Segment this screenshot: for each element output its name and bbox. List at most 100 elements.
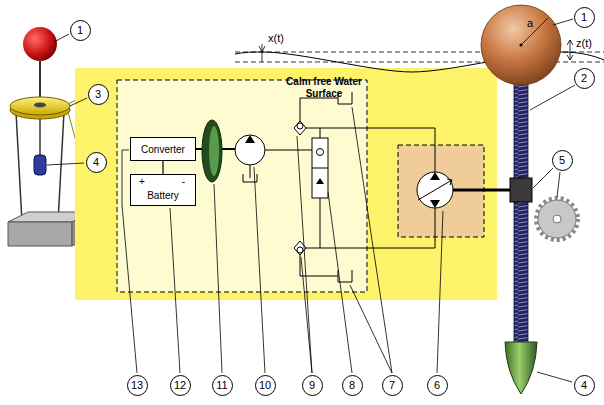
check-valve: [297, 123, 303, 129]
callout-text: 1: [77, 24, 83, 36]
leader-lines: [54, 34, 69, 42]
callout-number: 4: [574, 375, 595, 396]
leader-lines: [170, 208, 180, 373]
water-surface: [570, 40, 571, 60]
hydraulic-motor: [235, 135, 265, 165]
hydraulic-circuit: [300, 98, 338, 124]
hydraulic-pump: [447, 179, 452, 185]
callout-number: 4: [86, 152, 107, 173]
figure-label: z(t): [576, 37, 592, 50]
valve-block: [312, 138, 328, 198]
flywheel: [202, 120, 222, 182]
hydraulic-pump: [430, 200, 440, 208]
figure-label: Calm free Water Surface: [282, 76, 366, 99]
water-surface: [262, 44, 263, 62]
callout-number: 5: [552, 150, 573, 171]
overview-buoy: [23, 27, 57, 61]
leader-lines: [47, 19, 575, 382]
buoy-rod: [520, 44, 523, 47]
leader-lines: [254, 167, 265, 373]
callout-text: 5: [559, 154, 565, 166]
hydraulic-circuit: [320, 198, 321, 248]
hydraulic-pump: [430, 172, 440, 180]
figure-label: x(t): [268, 32, 284, 45]
hydraulic-circuit: [453, 189, 510, 192]
hydraulic-circuit: [435, 128, 436, 172]
valve-block: [312, 138, 328, 198]
buoy-rod: [521, 18, 548, 45]
gear: [538, 200, 576, 238]
callout-number: 6: [427, 375, 448, 396]
leader-lines: [328, 192, 352, 373]
leader-lines: [553, 19, 573, 25]
callout-text: 2: [581, 72, 587, 84]
flywheel: [202, 120, 222, 182]
callout-text: 1: [581, 11, 587, 23]
node-text: -: [182, 176, 185, 187]
hydraulic-pump: [418, 180, 452, 200]
callout-number: 13: [127, 375, 148, 396]
callout-text: 4: [93, 156, 99, 168]
overview-buoy: [58, 112, 64, 222]
gear: [536, 198, 578, 240]
leader-lines: [301, 257, 312, 373]
callout-number: 9: [302, 375, 323, 396]
callout-number: 12: [170, 375, 191, 396]
leader-lines: [214, 184, 222, 373]
leader-lines: [537, 372, 572, 382]
hydraulic-motor: [245, 135, 255, 143]
callout-text: 11: [216, 379, 227, 391]
callout-text: 12: [174, 379, 186, 391]
zoom-region: [75, 68, 497, 300]
hydraulic-motor: [235, 135, 265, 165]
valve-block: [312, 168, 328, 169]
water-surface: [567, 40, 573, 60]
water-surface: [259, 46, 265, 52]
callout-text: 13: [131, 379, 143, 391]
callout-text: 10: [259, 379, 271, 391]
hydraulic-circuit: [250, 165, 251, 178]
buoy-rod: [510, 178, 532, 202]
leader-lines: [557, 172, 560, 197]
leader-lines: [530, 85, 575, 110]
hydraulic-pump: [417, 172, 453, 208]
hydraulic-circuit: [196, 92, 510, 282]
buoy-rod: [481, 5, 561, 85]
converter-box: Converter: [130, 137, 196, 161]
callout-text: 9: [309, 379, 315, 391]
callout-number: 1: [70, 20, 91, 41]
node-text: Battery: [131, 190, 195, 201]
hydraulic-pump: [417, 172, 453, 208]
overview-buoy: [34, 103, 46, 108]
flywheel: [209, 126, 219, 176]
callout-text: 6: [434, 379, 440, 391]
leader-lines: [533, 168, 553, 188]
wire-connector: [162, 161, 163, 174]
overview-buoy: [34, 155, 46, 175]
callout-number: 8: [342, 375, 363, 396]
node-text: Converter: [141, 144, 185, 155]
leader-lines: [437, 211, 443, 373]
callout-number: 10: [255, 375, 276, 396]
callout-number: 3: [88, 84, 109, 105]
leader-lines: [70, 98, 87, 106]
valve-block: [316, 178, 324, 184]
hydraulic-circuit: [265, 150, 312, 151]
callout-text: 8: [349, 379, 355, 391]
leader-lines: [47, 163, 84, 165]
gear: [553, 215, 561, 223]
callout-text: 3: [95, 88, 101, 100]
leader-lines: [352, 107, 392, 373]
overview-buoy: [8, 222, 72, 246]
callout-number: 11: [212, 375, 233, 396]
check-valve: [297, 247, 303, 253]
buoy-rod: [514, 80, 528, 380]
zoom-region: [68, 68, 497, 300]
hydraulic-circuit: [435, 208, 436, 248]
overview-buoy: [10, 97, 70, 115]
callout-number: 7: [382, 375, 403, 396]
